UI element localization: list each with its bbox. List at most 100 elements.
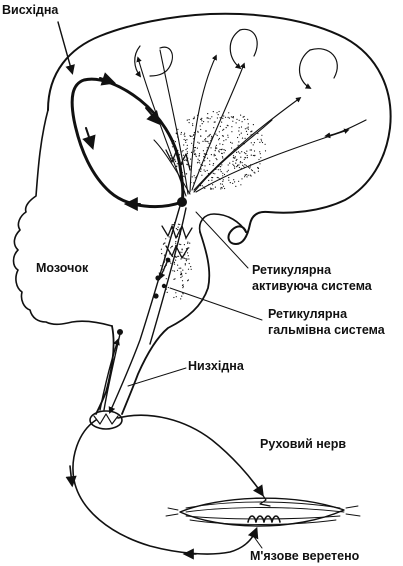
- stipple-dot: [201, 185, 203, 187]
- stipple-dot: [223, 128, 225, 130]
- stipple-dot: [238, 141, 240, 143]
- stipple-dot: [220, 166, 222, 168]
- stipple-dot: [174, 158, 176, 160]
- stipple-dot: [215, 148, 217, 150]
- stipple-dot: [222, 135, 224, 137]
- stipple-dot: [221, 183, 223, 185]
- stipple-dot: [170, 262, 172, 264]
- stipple-dot: [240, 132, 242, 134]
- stipple-dot: [180, 131, 182, 134]
- stipple-dot: [220, 183, 222, 185]
- stipple-dot: [225, 127, 227, 129]
- stipple-dot: [236, 151, 238, 153]
- stipple-dot: [175, 241, 177, 243]
- stipple-dot: [260, 157, 262, 159]
- stipple-dot: [240, 126, 243, 128]
- stipple-dot: [198, 142, 200, 144]
- stipple-dot: [218, 151, 220, 153]
- stipple-dot: [198, 155, 200, 157]
- stipple-dot: [200, 170, 202, 172]
- stipple-dot: [184, 135, 186, 137]
- stipple-dot: [252, 144, 254, 146]
- stipple-dot: [207, 136, 209, 138]
- stipple-dot: [175, 292, 177, 294]
- stipple-dot: [236, 166, 238, 168]
- stipple-dot: [239, 161, 242, 163]
- stipple-dot: [174, 159, 176, 161]
- stipple-dot: [252, 124, 254, 126]
- stipple-dot: [204, 170, 206, 172]
- stipple-dot: [220, 171, 222, 173]
- stipple-dot: [197, 158, 199, 160]
- stipple-dot: [177, 223, 180, 225]
- stipple-dot: [244, 176, 246, 178]
- stipple-dot: [193, 153, 196, 155]
- stipple-dot: [198, 160, 200, 162]
- stipple-dot: [247, 126, 249, 128]
- stipple-dot: [218, 137, 220, 140]
- stipple-dot: [203, 169, 205, 171]
- stipple-dot: [186, 139, 188, 141]
- stipple-dot: [161, 253, 163, 255]
- stipple-dot: [245, 130, 248, 132]
- stipple-dot: [181, 272, 183, 275]
- stipple-dot: [185, 141, 187, 143]
- stipple-dot: [212, 177, 214, 179]
- stipple-dot: [223, 140, 225, 142]
- ascending-pathway-loop: [70, 77, 185, 209]
- stipple-dot: [215, 144, 217, 146]
- stipple-dot: [237, 136, 239, 139]
- stipple-dot: [232, 182, 234, 184]
- stipple-dot: [203, 121, 205, 123]
- stipple-dot: [212, 111, 214, 113]
- stipple-dot: [191, 176, 193, 178]
- stipple-dot: [208, 134, 210, 136]
- stipple-dot: [180, 258, 182, 260]
- stipple-dot: [223, 115, 225, 117]
- stipple-dot: [208, 179, 210, 182]
- stipple-dot: [243, 165, 245, 167]
- stipple-dot: [238, 119, 240, 121]
- stipple-dot: [206, 140, 208, 142]
- stipple-dot: [233, 156, 235, 159]
- stipple-dot: [208, 142, 210, 144]
- stipple-dot: [230, 116, 232, 118]
- stipple-dot: [175, 259, 177, 261]
- stipple-dot: [180, 274, 182, 276]
- stipple-dot: [189, 165, 191, 167]
- stipple-dot: [259, 153, 261, 155]
- stipple-dot: [223, 173, 226, 176]
- stipple-dot: [228, 112, 230, 114]
- stipple-dot: [246, 173, 248, 176]
- stipple-dot: [204, 165, 206, 167]
- label-leader-lines: [127, 211, 263, 549]
- stipple-dot: [180, 271, 182, 273]
- stipple-dot: [212, 188, 214, 190]
- stipple-dot: [235, 185, 237, 187]
- stipple-dot: [241, 162, 243, 164]
- stipple-dot: [177, 264, 179, 266]
- stipple-dot: [244, 164, 246, 166]
- stipple-dot: [179, 223, 181, 226]
- stipple-dot: [251, 170, 253, 172]
- stipple-dot: [173, 278, 175, 280]
- stipple-dot: [245, 153, 247, 155]
- stipple-dot: [221, 187, 223, 189]
- label-descending: Низхідна: [188, 359, 245, 373]
- stipple-dot: [183, 257, 185, 259]
- stipple-dot: [173, 270, 176, 272]
- stipple-dot: [205, 130, 207, 132]
- stipple-dot: [174, 141, 176, 143]
- stipple-dot: [205, 138, 207, 140]
- stipple-dot: [184, 159, 186, 161]
- stipple-dot: [216, 117, 218, 119]
- stipple-dot: [242, 164, 244, 166]
- stipple-dot: [210, 187, 212, 189]
- stipple-dot: [202, 150, 204, 152]
- stipple-dot: [222, 143, 224, 146]
- cerebellum-outline: [12, 109, 113, 327]
- label-motor-nerve: Руховий нерв: [260, 437, 346, 451]
- stipple-dot: [224, 187, 226, 190]
- stipple-dot: [180, 298, 182, 300]
- stipple-dot: [165, 238, 167, 240]
